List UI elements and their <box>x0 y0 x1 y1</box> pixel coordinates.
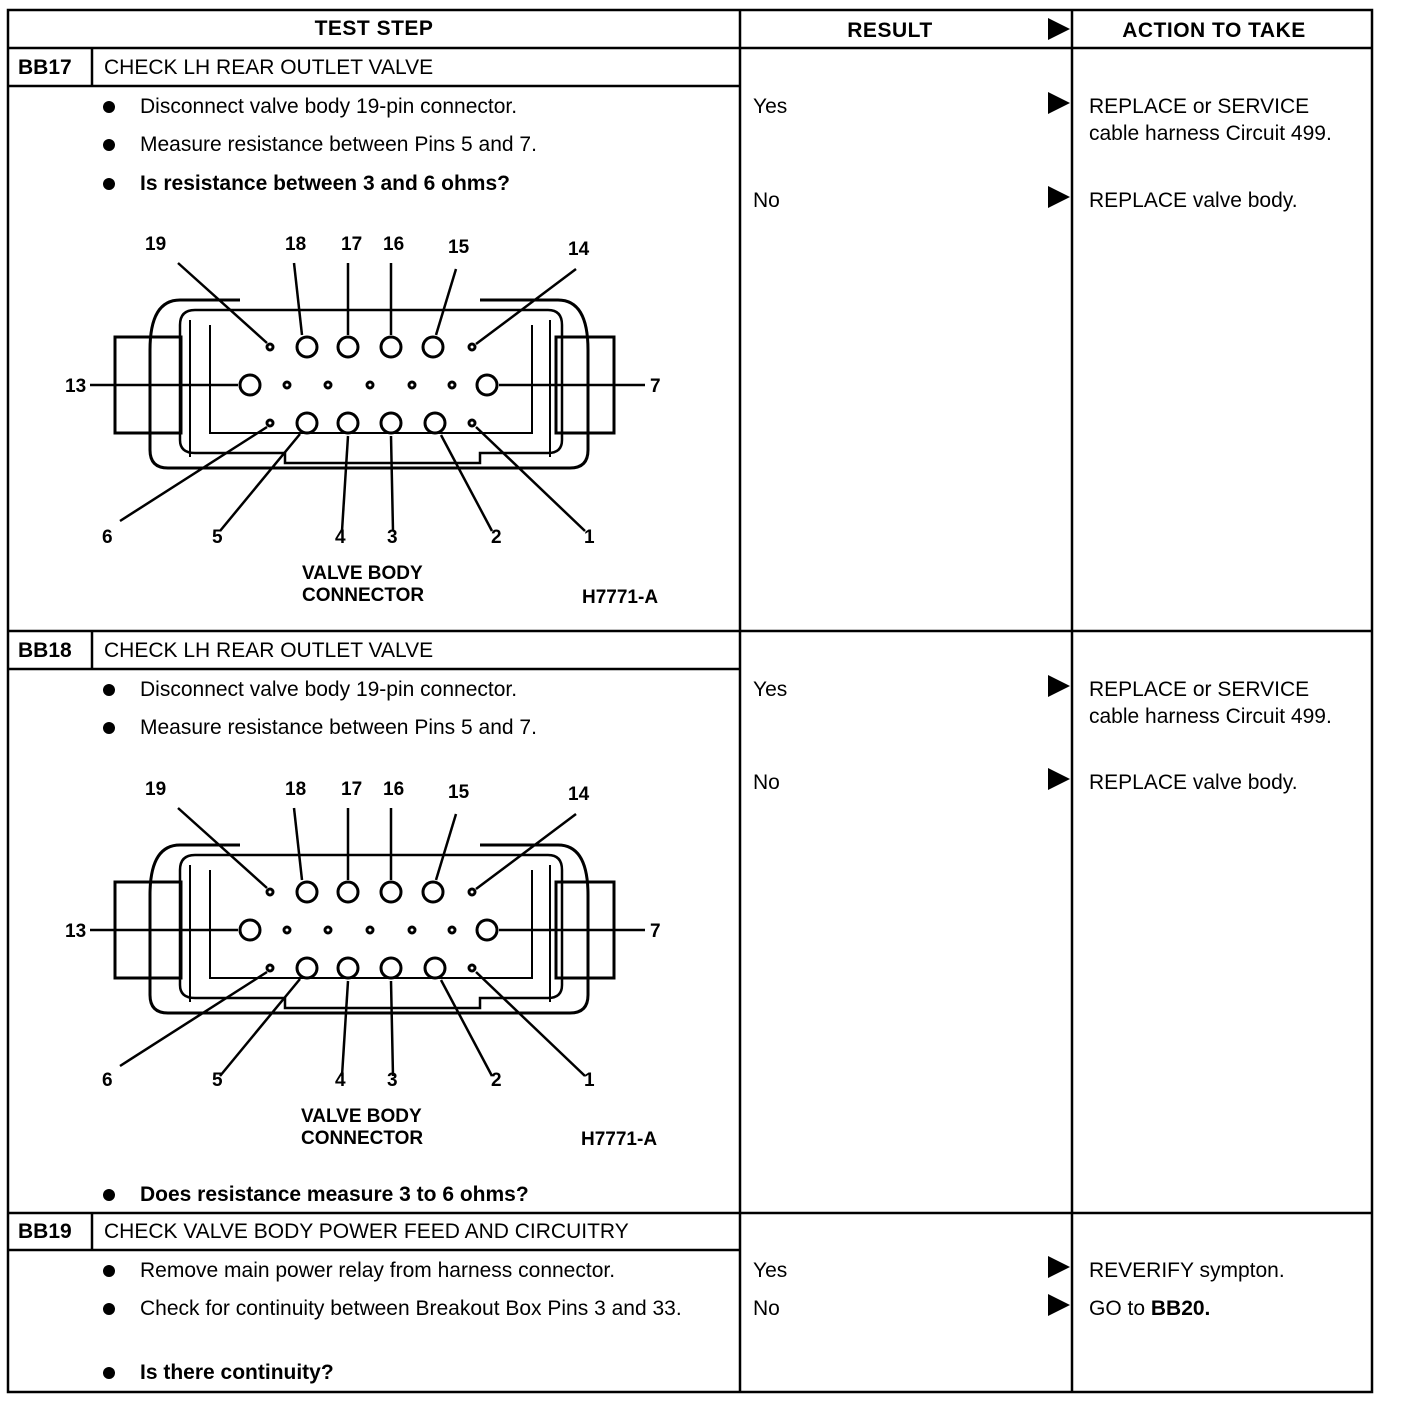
valve-body-connector-diagram: 19 18 17 16 15 14 13 7 6 5 4 3 2 1 VALVE… <box>65 234 661 608</box>
bullet-icon <box>103 1189 115 1201</box>
action-text: REPLACE or SERVICE cable harness Circuit… <box>1089 95 1332 145</box>
diagram-caption: CONNECTOR <box>302 585 424 606</box>
pin-label: 13 <box>65 921 86 942</box>
pin-label: 19 <box>145 234 166 255</box>
result-label: No <box>753 1297 780 1320</box>
valve-body-connector-diagram: 19 18 17 16 15 14 13 7 6 5 4 3 2 1 VALVE… <box>65 779 661 1150</box>
arrow-icon <box>1048 92 1070 114</box>
diagram-caption: VALVE BODY <box>301 1106 422 1127</box>
bullet-icon <box>103 1367 115 1379</box>
diagram-caption: CONNECTOR <box>301 1128 423 1149</box>
result-label: Yes <box>753 678 788 701</box>
pin-label: 17 <box>341 234 362 255</box>
step-bullet-text: Disconnect valve body 19-pin connector. <box>140 95 518 118</box>
pin-label: 14 <box>568 239 590 260</box>
header-test-step: TEST STEP <box>314 17 434 40</box>
action-text: REVERIFY sympton. <box>1089 1259 1285 1282</box>
pin-label: 19 <box>145 779 166 800</box>
bullet-icon <box>103 139 115 151</box>
result-label: Yes <box>753 1259 788 1282</box>
step-question: Is resistance between 3 and 6 ohms? <box>140 172 510 195</box>
pin-label: 6 <box>102 1070 113 1091</box>
step-title: CHECK LH REAR OUTLET VALVE <box>104 56 434 79</box>
pin-label: 2 <box>491 1070 502 1091</box>
pin-label: 5 <box>212 1070 223 1091</box>
action-step-ref: BB20. <box>1150 1297 1211 1320</box>
result-label: No <box>753 189 780 212</box>
result-label: No <box>753 771 780 794</box>
step-bullet-text: Remove main power relay from harness con… <box>140 1259 616 1282</box>
pin-label: 15 <box>448 782 470 803</box>
arrow-icon <box>1048 768 1070 790</box>
step-title: CHECK LH REAR OUTLET VALVE <box>104 639 434 662</box>
step-question: Does resistance measure 3 to 6 ohms? <box>140 1183 529 1206</box>
action-text: REPLACE valve body. <box>1089 771 1298 794</box>
step-id: BB17 <box>18 56 72 79</box>
arrow-icon <box>1048 186 1070 208</box>
result-label: Yes <box>753 95 788 118</box>
pin-label: 14 <box>568 784 590 805</box>
header-action: ACTION TO TAKE <box>1122 19 1306 42</box>
action-prefix: GO to <box>1089 1297 1151 1320</box>
diagram-ref: H7771-A <box>581 1129 657 1150</box>
pin-label: 17 <box>341 779 362 800</box>
step-bullet-text: Disconnect valve body 19-pin connector. <box>140 678 518 701</box>
step-id: BB19 <box>18 1220 72 1243</box>
bullet-icon <box>103 1303 115 1315</box>
pin-label: 7 <box>650 921 661 942</box>
step-id: BB18 <box>18 639 72 662</box>
step-question: Is there continuity? <box>140 1361 334 1384</box>
step-bullet-text: Measure resistance between Pins 5 and 7. <box>140 716 537 739</box>
step-bullet-text: Measure resistance between Pins 5 and 7. <box>140 133 537 156</box>
header-result: RESULT <box>847 19 933 42</box>
arrow-icon <box>1048 18 1070 40</box>
pin-label: 4 <box>335 527 346 548</box>
bullet-icon <box>103 101 115 113</box>
step-bullet-text: Check for continuity between Breakout Bo… <box>140 1297 682 1320</box>
bullet-icon <box>103 722 115 734</box>
pin-label: 1 <box>584 1070 595 1091</box>
pin-label: 3 <box>387 527 398 548</box>
pin-label: 16 <box>383 234 404 255</box>
pin-label: 16 <box>383 779 404 800</box>
action-text: REPLACE valve body. <box>1089 189 1298 212</box>
pin-label: 18 <box>285 779 306 800</box>
pin-label: 4 <box>335 1070 346 1091</box>
diagram-caption: VALVE BODY <box>302 563 423 584</box>
step-title: CHECK VALVE BODY POWER FEED AND CIRCUITR… <box>104 1220 629 1243</box>
diagram-ref: H7771-A <box>582 587 658 608</box>
pin-label: 15 <box>448 237 470 258</box>
pin-label: 3 <box>387 1070 398 1091</box>
pin-label: 5 <box>212 527 223 548</box>
pin-label: 7 <box>650 376 661 397</box>
arrow-icon <box>1048 1256 1070 1278</box>
action-text: GO to BB20. <box>1089 1295 1359 1322</box>
pin-label: 6 <box>102 527 113 548</box>
pin-label: 18 <box>285 234 306 255</box>
arrow-icon <box>1048 675 1070 697</box>
pin-label: 1 <box>584 527 595 548</box>
bullet-icon <box>103 178 115 190</box>
action-text: REPLACE or SERVICE cable harness Circuit… <box>1089 678 1332 728</box>
arrow-icon <box>1048 1294 1070 1316</box>
pin-label: 13 <box>65 376 86 397</box>
bullet-icon <box>103 1265 115 1277</box>
bullet-icon <box>103 684 115 696</box>
pin-label: 2 <box>491 527 502 548</box>
